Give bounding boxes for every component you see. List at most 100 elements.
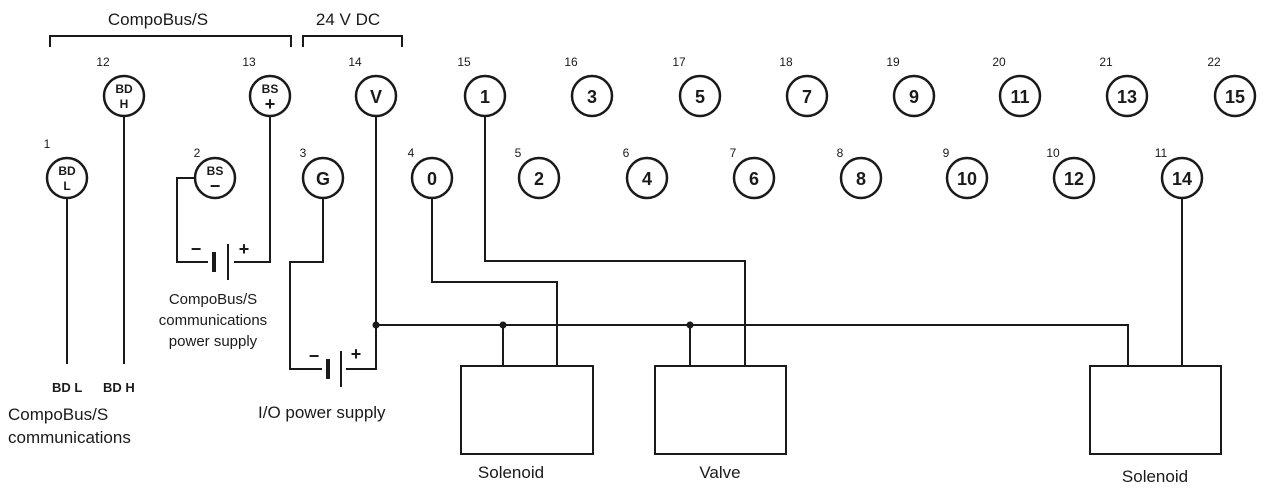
- terminal-label: 5: [695, 87, 705, 107]
- junction-dot: [499, 321, 507, 329]
- io-supply-minus: −: [309, 346, 320, 366]
- common-bus: [376, 324, 1129, 366]
- terminal-22: 22 15: [1207, 55, 1257, 118]
- pin-number: 19: [886, 55, 900, 69]
- terminal-label: 0: [427, 169, 437, 189]
- terminal-7: 7 6: [730, 146, 776, 200]
- terminal-label: 13: [1117, 87, 1137, 107]
- io-power-supply-symbol: − +: [309, 344, 362, 387]
- dc-bracket: 24 V DC: [302, 10, 403, 47]
- wire-out1: [484, 117, 746, 366]
- terminal-19: 19 9: [886, 55, 936, 118]
- terminal-20: 20 11: [992, 55, 1042, 118]
- terminal-21: 21 13: [1099, 55, 1149, 118]
- terminal-label-bottom: H: [120, 97, 129, 111]
- bdl-label: BD L: [52, 380, 82, 395]
- terminal-label-top: BD: [115, 82, 133, 96]
- terminal-18: 18 7: [779, 55, 829, 118]
- comm-supply-caption-line: CompoBus/S: [169, 291, 257, 308]
- terminal-11: 11 14: [1155, 146, 1204, 200]
- terminal-17: 17 5: [672, 55, 722, 118]
- pin-number: 6: [623, 146, 630, 160]
- terminal-10: 10 12: [1046, 146, 1096, 200]
- pin-number: 17: [672, 55, 686, 69]
- terminal-label-bottom: L: [63, 179, 70, 193]
- comm-power-supply-symbol: − +: [191, 239, 250, 280]
- terminal-label: 1: [480, 87, 490, 107]
- terminal-label: 12: [1064, 169, 1084, 189]
- comm-supply-plus: +: [239, 239, 250, 259]
- comm-supply-caption-line: power supply: [169, 333, 258, 350]
- terminal-9: 9 10: [943, 146, 989, 200]
- terminal-6: 6 4: [623, 146, 669, 200]
- comm-supply-caption-line: communications: [159, 312, 267, 329]
- wire-g: [289, 199, 324, 370]
- terminal-label-bottom: +: [265, 94, 276, 114]
- comm-supply-minus: −: [191, 239, 202, 259]
- terminal-label: 14: [1172, 169, 1192, 189]
- terminal-label: 3: [587, 87, 597, 107]
- pin-number: 15: [457, 55, 471, 69]
- terminal-13: 13 BS +: [242, 55, 292, 118]
- device-label: Solenoid: [1122, 467, 1188, 486]
- pin-number: 18: [779, 55, 793, 69]
- pin-number: 14: [348, 55, 362, 69]
- terminal-label-top: BD: [58, 164, 76, 178]
- pin-number: 10: [1046, 146, 1060, 160]
- pin-number: 16: [564, 55, 578, 69]
- junction-dot: [686, 321, 694, 329]
- wire-bs-plus: [234, 117, 271, 263]
- comm-caption-line: CompoBus/S: [8, 405, 108, 424]
- pin-number: 13: [242, 55, 256, 69]
- wires: [66, 117, 1183, 370]
- terminal-label: 4: [642, 169, 652, 189]
- pin-number: 7: [730, 146, 737, 160]
- pin-number: 4: [408, 146, 415, 160]
- comm-power-supply-caption: CompoBus/S communications power supply: [159, 291, 267, 350]
- comm-caption-line: communications: [8, 428, 131, 447]
- terminal-label: 10: [957, 169, 977, 189]
- wire-out0: [431, 199, 558, 366]
- pin-number: 22: [1207, 55, 1221, 69]
- pin-number: 9: [943, 146, 950, 160]
- pin-number: 11: [1155, 146, 1168, 160]
- device-solenoid-1: Solenoid: [460, 365, 594, 482]
- pin-number: 20: [992, 55, 1006, 69]
- terminal-label: 2: [534, 169, 544, 189]
- compobus-header-label: CompoBus/S: [108, 10, 208, 29]
- pin-number: 5: [515, 146, 522, 160]
- pin-number: 21: [1099, 55, 1113, 69]
- terminal-label-bottom: −: [210, 176, 221, 196]
- terminal-label-top: BS: [207, 164, 224, 178]
- io-supply-plus: +: [351, 344, 362, 364]
- pin-number: 8: [837, 146, 844, 160]
- terminal-2: 2 BS −: [194, 146, 237, 200]
- pin-number: 2: [194, 146, 201, 160]
- io-power-supply-caption: I/O power supply: [258, 403, 386, 422]
- terminal-label: G: [316, 169, 330, 189]
- wire-v: [346, 117, 377, 370]
- compobus-comm-caption: CompoBus/S communications: [8, 405, 131, 447]
- junction-dot: [372, 321, 380, 329]
- terminal-label-top: BS: [262, 82, 279, 96]
- device-solenoid-2: Solenoid: [1089, 365, 1222, 486]
- bdh-label: BD H: [103, 380, 135, 395]
- terminal-12: 12 BD H: [96, 55, 146, 118]
- device-label: Solenoid: [478, 463, 544, 482]
- pin-number: 12: [96, 55, 110, 69]
- terminal-label: 7: [802, 87, 812, 107]
- terminal-4: 4 0: [408, 146, 454, 200]
- pin-number: 1: [44, 137, 51, 151]
- wire-bs-minus: [176, 177, 208, 263]
- compobus-bracket: CompoBus/S: [49, 10, 292, 47]
- terminal-label: 6: [749, 169, 759, 189]
- pin-number: 3: [300, 146, 307, 160]
- terminal-16: 16 3: [564, 55, 614, 118]
- terminal-label: V: [370, 87, 382, 107]
- terminal-14: 14 V: [348, 55, 398, 118]
- device-label: Valve: [699, 463, 740, 482]
- terminal-label: 9: [909, 87, 919, 107]
- dc-header-label: 24 V DC: [316, 10, 380, 29]
- terminal-label: 8: [856, 169, 866, 189]
